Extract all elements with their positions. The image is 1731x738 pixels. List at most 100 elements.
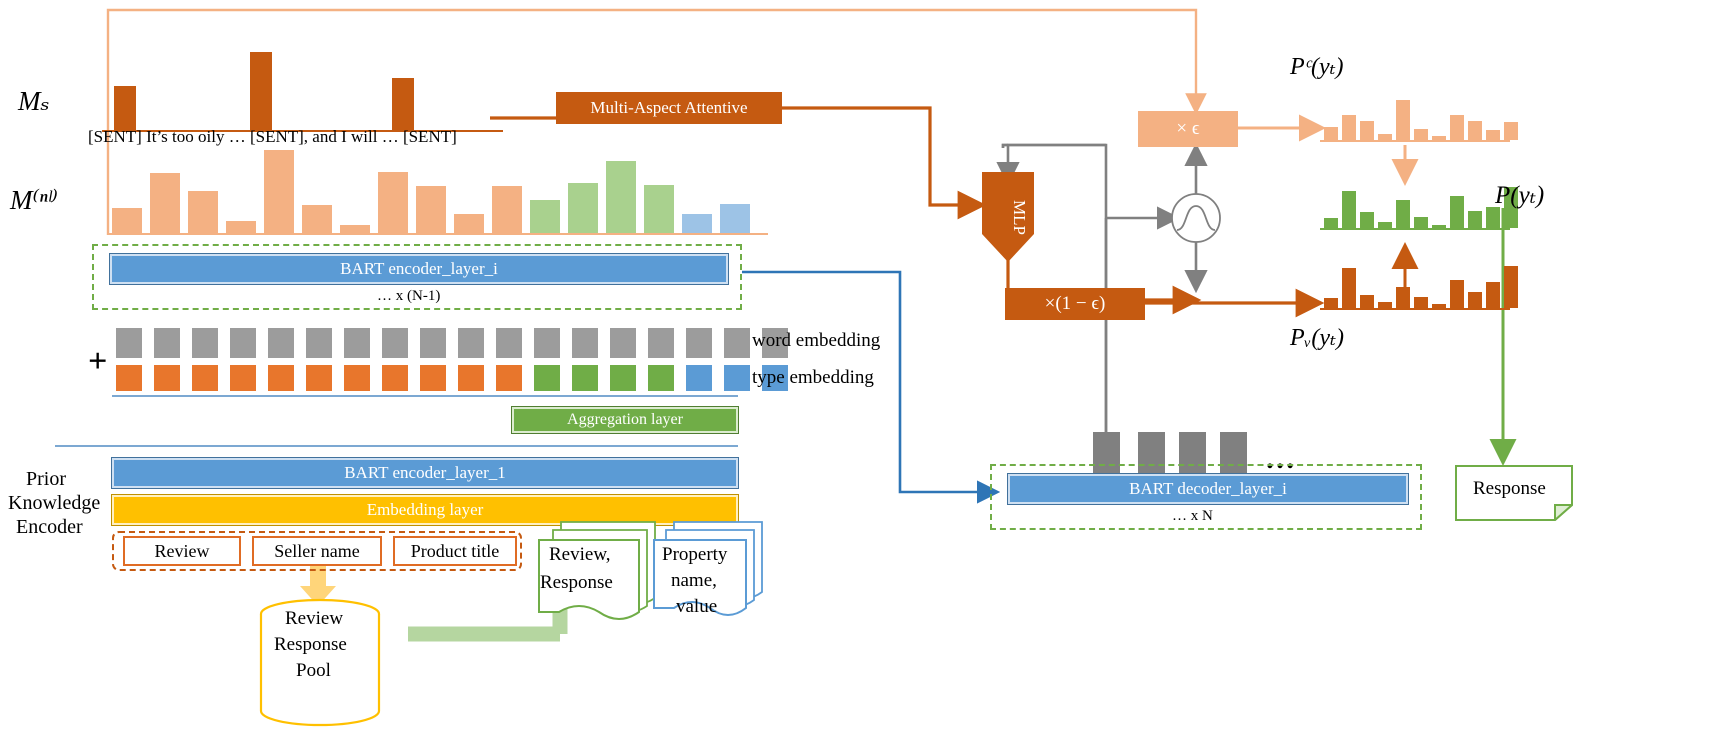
type-embedding-square <box>762 365 788 391</box>
word-embedding-square <box>496 328 522 358</box>
property-doc-l1: Property <box>662 544 728 565</box>
mlp-label: MLP <box>1010 199 1029 235</box>
bar <box>112 208 142 233</box>
word-embedding-square <box>154 328 180 358</box>
bar <box>492 186 522 233</box>
bart-encoder-layer-1[interactable]: BART encoder_layer_1 <box>111 457 739 489</box>
sentence-text: [SENT] It’s too oily … [SENT], and I wil… <box>88 127 457 146</box>
pv-bar-chart <box>1320 258 1518 310</box>
bar <box>1396 287 1410 308</box>
review-response-doc-l2: Response <box>540 572 613 593</box>
bar <box>720 204 750 233</box>
embedding-layer[interactable]: Embedding layer <box>111 494 739 526</box>
bar <box>150 173 180 233</box>
seller-name-box[interactable]: Seller name <box>252 536 382 566</box>
times-one-minus-epsilon-box[interactable]: ×(1 − ϵ) <box>1005 288 1145 320</box>
encoder-repeat-group <box>92 244 742 310</box>
word-embedding-square <box>306 328 332 358</box>
bar <box>114 86 136 130</box>
product-title-box[interactable]: Product title <box>393 536 517 566</box>
review-response-doc-l1: Review, <box>549 544 611 565</box>
bar <box>1342 115 1356 140</box>
bar <box>302 205 332 233</box>
word-embedding-square <box>420 328 446 358</box>
p-bar-chart <box>1320 178 1518 230</box>
property-doc-l2: name, <box>671 570 717 591</box>
decoder-blocks-ellipsis: … <box>1265 442 1297 475</box>
word-embedding-square <box>762 328 788 358</box>
type-embedding-square <box>344 365 370 391</box>
bar <box>644 185 674 233</box>
m-s-axis-ext <box>485 130 503 132</box>
prior-knowledge-encoder-label-l3: Encoder <box>16 516 83 538</box>
input-fields-group <box>112 531 522 571</box>
p-label: P(yₜ) <box>1495 182 1545 209</box>
type-embedding-square <box>192 365 218 391</box>
bar <box>1504 187 1518 228</box>
times-epsilon-box[interactable]: × ϵ <box>1138 111 1238 147</box>
type-embedding-square <box>572 365 598 391</box>
review-response-doc-stack <box>538 521 656 620</box>
bar <box>392 78 414 130</box>
sigmoid-gate-icon <box>1171 193 1221 243</box>
type-embedding-square <box>686 365 712 391</box>
type-embedding-square <box>230 365 256 391</box>
type-embedding-square <box>116 365 142 391</box>
bar <box>1504 266 1518 308</box>
pool-label-l3: Pool <box>296 660 331 681</box>
m-s-bar-chart <box>102 32 492 132</box>
plus-sign: + <box>88 343 108 380</box>
p-axis <box>1320 228 1510 230</box>
bar <box>1450 196 1464 228</box>
bart-decoder-layer-i[interactable]: BART decoder_layer_i <box>1007 473 1409 505</box>
aggregation-layer[interactable]: Aggregation layer <box>511 406 739 434</box>
type-embedding-square <box>382 365 408 391</box>
word-embedding-square <box>382 328 408 358</box>
multi-aspect-attentive-box[interactable]: Multi-Aspect Attentive <box>556 92 782 124</box>
word-embedding-square <box>344 328 370 358</box>
type-embedding-square <box>648 365 674 391</box>
m-nl-bar-chart <box>108 150 768 235</box>
bar <box>1504 122 1518 140</box>
bar <box>226 221 256 233</box>
bar <box>1360 121 1374 140</box>
type-embedding-square <box>154 365 180 391</box>
type-embedding-square <box>268 365 294 391</box>
word-embedding-label: word embedding <box>752 330 881 351</box>
bar <box>1396 100 1410 140</box>
pool-label-l2: Response <box>274 634 347 655</box>
bar <box>1360 212 1374 228</box>
encoder-repeat-label: … x (N-1) <box>377 288 441 304</box>
bar <box>1486 282 1500 308</box>
bar <box>1378 222 1392 228</box>
word-embedding-square <box>724 328 750 358</box>
type-embedding-square <box>306 365 332 391</box>
bar <box>1432 136 1446 140</box>
bar <box>1468 211 1482 228</box>
review-box[interactable]: Review <box>123 536 241 566</box>
bar <box>1414 297 1428 308</box>
bar <box>378 172 408 233</box>
bar <box>1342 268 1356 308</box>
pv-axis <box>1320 308 1510 310</box>
bar <box>1324 218 1338 228</box>
bar <box>416 186 446 233</box>
prior-knowledge-encoder-label-l1: Prior <box>26 468 66 490</box>
type-embedding-square <box>496 365 522 391</box>
bar <box>1396 200 1410 228</box>
decoder-repeat-group <box>990 464 1422 530</box>
word-embedding-square <box>268 328 294 358</box>
property-doc-l3: value <box>676 596 718 617</box>
response-label: Response <box>1473 478 1546 499</box>
bar <box>1450 280 1464 308</box>
pc-label: Pᶜ(yₜ) <box>1290 54 1344 80</box>
review-response-pool-cylinder <box>259 598 381 727</box>
bar <box>1432 225 1446 228</box>
word-embedding-square <box>116 328 142 358</box>
bar <box>1468 121 1482 140</box>
decoder-repeat-label: … x N <box>1172 508 1213 524</box>
mlp-block[interactable] <box>982 172 1034 262</box>
bart-encoder-layer-i[interactable]: BART encoder_layer_i <box>109 253 729 285</box>
word-embedding-square <box>192 328 218 358</box>
